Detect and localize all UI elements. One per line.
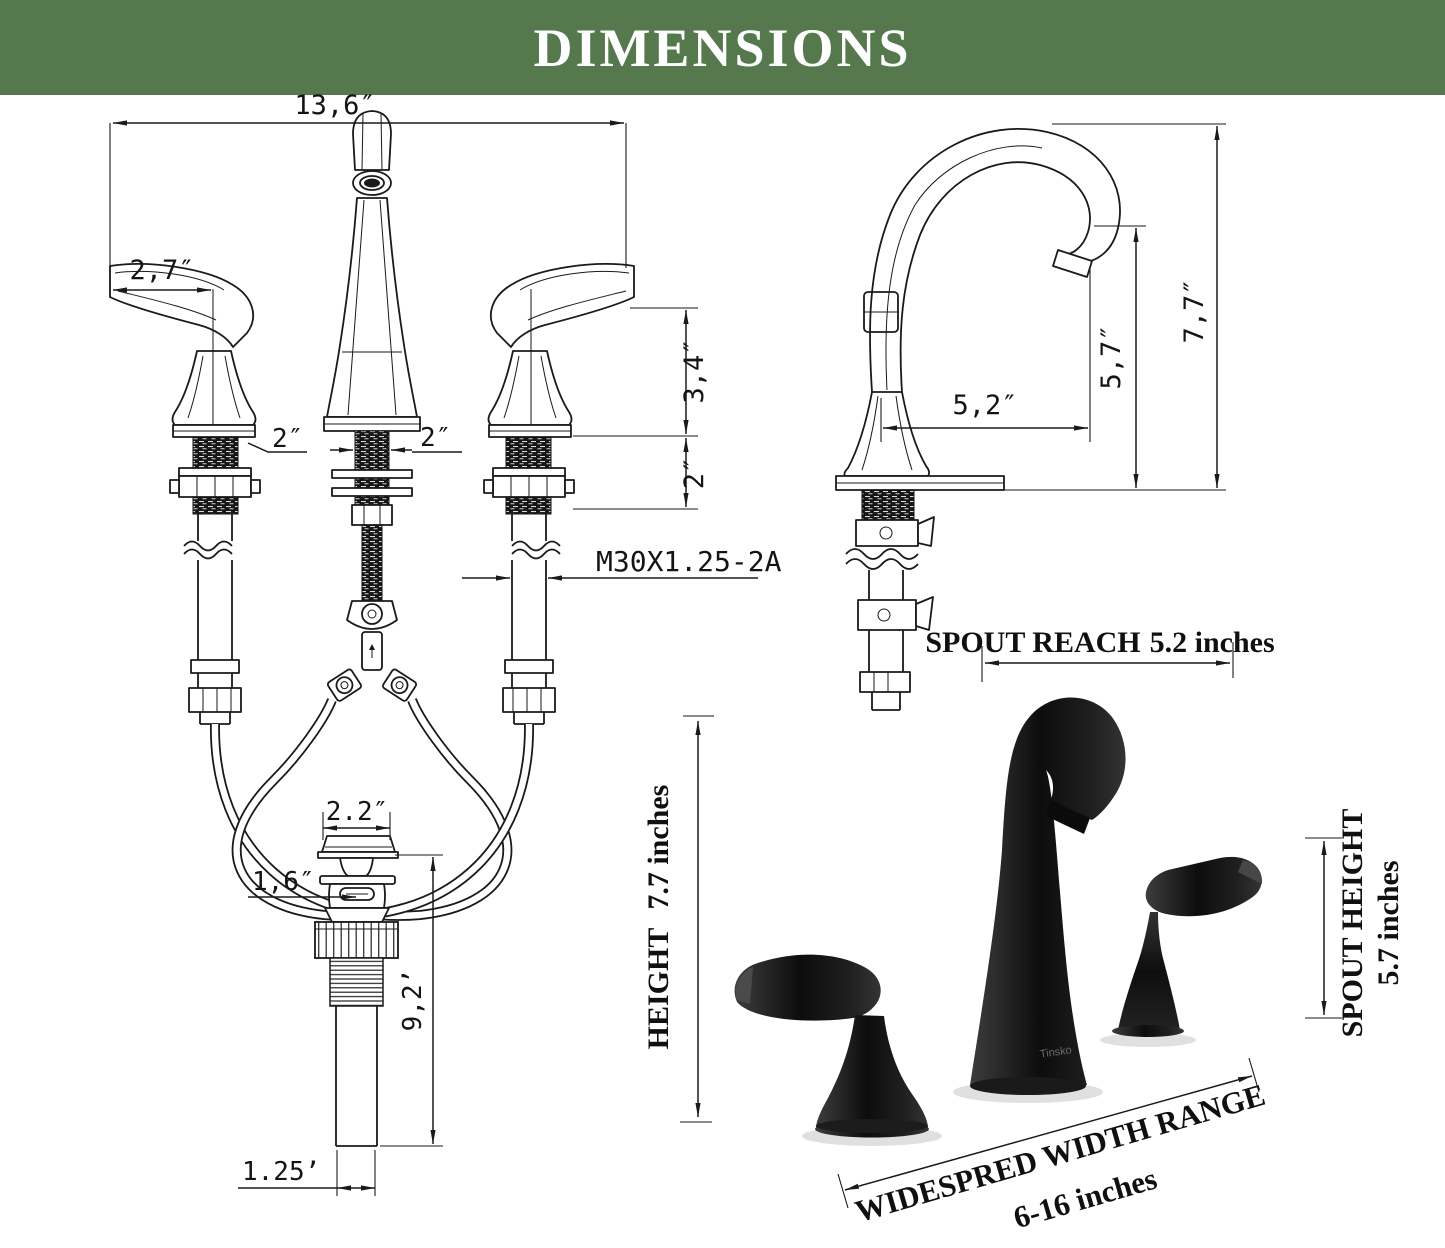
header-banner: DIMENSIONS <box>0 0 1445 95</box>
drain-dimensions: 2.2″ 1,6″ 9,2’ 1.25’ <box>238 797 443 1196</box>
front-view-drawing: 13,6″ 2,7″ 3,4″ 2″ 2″ 2″ M30X1.25-2A <box>109 90 782 921</box>
front-view-dimensions: 13,6″ 2,7″ 3,4″ 2″ 2″ 2″ M30X1.25-2A <box>109 90 782 581</box>
dim-shank-center: 2″ <box>420 423 451 453</box>
photo-left-handle <box>734 954 929 1138</box>
product-photo: Tinsko SPOUT REACH 5.2 inches HEIGHT 7.7 i… <box>642 626 1405 1235</box>
dim-deck-thickness: 2″ <box>679 457 710 490</box>
photo-spout-height-value: 5.7 inches <box>1372 860 1405 985</box>
height-value: 7.7 inches <box>642 785 675 910</box>
page-title: DIMENSIONS <box>533 17 912 78</box>
center-spout-drawing <box>323 110 421 671</box>
dim-thread-spec: M30X1.25-2A <box>596 545 782 578</box>
supply-hoses <box>209 668 535 921</box>
photo-spout: Tinsko <box>970 697 1126 1095</box>
dim-cap-width: 2.2″ <box>326 797 389 827</box>
dim-handle-reach: 2,7″ <box>129 255 194 286</box>
dim-overflow-width: 1,6″ <box>252 867 315 897</box>
height-annotation: HEIGHT 7.7 inches <box>642 785 675 1050</box>
dim-body-length: 9,2’ <box>398 969 428 1032</box>
dim-overall-height: 7,7″ <box>1179 278 1210 343</box>
height-label: HEIGHT <box>642 928 675 1050</box>
photo-right-handle <box>1112 856 1263 1037</box>
spout-reach-label: SPOUT REACH <box>925 626 1140 659</box>
spout-reach-value: 5.2 inches <box>1150 626 1275 659</box>
dim-spout-height: 5,7″ <box>1096 324 1127 389</box>
spout-reach-annotation: SPOUT REACH 5.2 inches <box>925 626 1274 659</box>
drain-drawing: 2.2″ 1,6″ 9,2’ 1.25’ <box>238 797 443 1196</box>
dim-spout-reach: 5,2″ <box>952 390 1017 421</box>
brand-logo: Tinsko <box>1039 1044 1072 1060</box>
photo-spout-height-label: SPOUT HEIGHT <box>1336 809 1369 1038</box>
dim-overall-width: 13,6″ <box>294 90 375 121</box>
side-view-dimensions: 7,7″ 5,7″ 5,2″ <box>880 123 1226 491</box>
right-handle-assembly <box>483 263 635 725</box>
dim-tail-width: 1.25’ <box>242 1157 320 1187</box>
left-handle-assembly <box>109 263 261 725</box>
side-view-drawing: 7,7″ 5,7″ 5,2″ <box>835 123 1226 711</box>
dim-shank-left: 2″ <box>272 424 303 454</box>
dim-handle-height: 3,4″ <box>679 338 710 403</box>
